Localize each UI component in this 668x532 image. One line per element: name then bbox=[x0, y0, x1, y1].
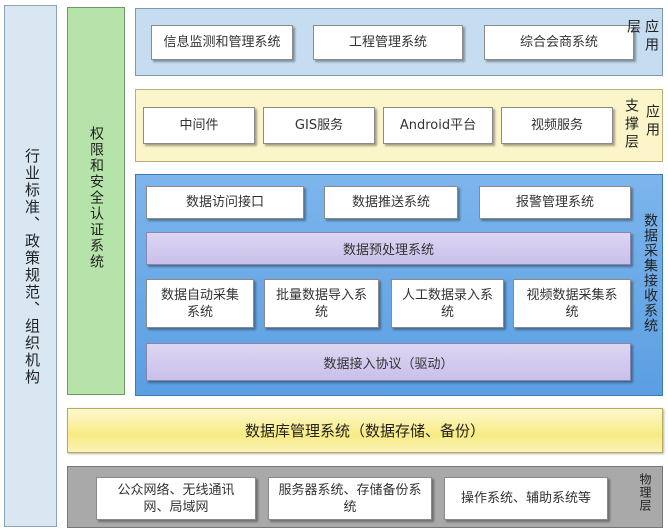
collect-item-access-interface: 数据访问接口 bbox=[146, 186, 304, 219]
physical-item-network: 公众网络、无线通讯网、局域网 bbox=[96, 477, 256, 520]
app-item-info-monitor: 信息监测和管理系统 bbox=[151, 25, 293, 60]
physical-item-server: 服务器系统、存储备份系统 bbox=[268, 477, 432, 520]
support-item-label: Android平台 bbox=[399, 118, 477, 133]
collect-item-label: 批量数据导入系统 bbox=[275, 287, 367, 320]
collect-item-label: 数据自动采集系统 bbox=[160, 287, 239, 320]
physical-layer-label: 物理层 bbox=[638, 473, 652, 512]
collect-protocol-bar: 数据接入协议（驱动） bbox=[146, 343, 631, 381]
app-item-label: 综合会商系统 bbox=[519, 35, 598, 50]
collect-item-push-system: 数据推送系统 bbox=[324, 186, 458, 219]
preprocess-label: 数据预处理系统 bbox=[342, 243, 434, 258]
physical-item-os: 操作系统、辅助系统等 bbox=[444, 477, 608, 520]
app-item-label: 工程管理系统 bbox=[348, 35, 427, 50]
standards-label: 行业标准、政策规范、组织机构 bbox=[23, 148, 41, 386]
collect-item-video-collect: 视频数据采集系统 bbox=[513, 279, 631, 328]
app-layer-label: 应用层 bbox=[625, 19, 659, 55]
collect-item-alarm-system: 报警管理系统 bbox=[479, 186, 631, 219]
collect-preprocess-bar: 数据预处理系统 bbox=[146, 232, 631, 265]
support-layer-label-1: 应用 bbox=[644, 104, 660, 140]
collect-item-auto-collect: 数据自动采集系统 bbox=[146, 279, 254, 328]
auth-label: 权限和安全认证系统 bbox=[88, 126, 104, 270]
support-layer: 中间件 GIS服务 Android平台 视频服务 支撑层 应用 bbox=[135, 89, 663, 162]
database-layer: 数据库管理系统（数据存储、备份） bbox=[67, 408, 663, 453]
support-item-middleware: 中间件 bbox=[143, 107, 255, 144]
physical-item-label: 操作系统、辅助系统等 bbox=[460, 491, 591, 506]
data-collection-layer: 数据访问接口 数据推送系统 报警管理系统 数据预处理系统 数据自动采集系统 批量… bbox=[135, 174, 663, 396]
support-item-gis: GIS服务 bbox=[263, 107, 375, 144]
support-item-label: 中间件 bbox=[179, 118, 219, 133]
physical-item-label: 公众网络、无线通讯网、局域网 bbox=[117, 482, 235, 515]
collect-layer-label: 数据采集接收系统 bbox=[642, 213, 658, 333]
collect-item-label: 数据推送系统 bbox=[351, 195, 430, 210]
app-item-consultation: 综合会商系统 bbox=[484, 25, 634, 60]
collect-item-label: 数据访问接口 bbox=[185, 195, 264, 210]
collect-item-label: 视频数据采集系统 bbox=[526, 287, 618, 320]
collect-item-label: 人工数据录入系统 bbox=[401, 287, 493, 320]
collect-item-label: 报警管理系统 bbox=[515, 195, 594, 210]
standards-column: 行业标准、政策规范、组织机构 bbox=[4, 5, 57, 527]
database-label: 数据库管理系统（数据存储、备份） bbox=[244, 422, 485, 440]
auth-column: 权限和安全认证系统 bbox=[67, 7, 125, 395]
application-layer: 信息监测和管理系统 工程管理系统 综合会商系统 应用层 bbox=[135, 8, 663, 76]
physical-layer: 公众网络、无线通讯网、局域网 服务器系统、存储备份系统 操作系统、辅助系统等 物… bbox=[67, 466, 663, 528]
support-layer-label-2: 支撑层 bbox=[623, 98, 639, 152]
collect-item-manual-entry: 人工数据录入系统 bbox=[391, 279, 504, 328]
support-item-android: Android平台 bbox=[383, 107, 493, 144]
support-item-video: 视频服务 bbox=[501, 107, 613, 144]
collect-item-batch-import: 批量数据导入系统 bbox=[264, 279, 379, 328]
app-item-label: 信息监测和管理系统 bbox=[163, 35, 281, 50]
support-item-label: GIS服务 bbox=[294, 118, 344, 133]
support-item-label: 视频服务 bbox=[530, 118, 583, 133]
app-item-engineering: 工程管理系统 bbox=[313, 25, 463, 60]
physical-item-label: 服务器系统、存储备份系统 bbox=[278, 482, 422, 515]
protocol-label: 数据接入协议（驱动） bbox=[323, 356, 454, 372]
